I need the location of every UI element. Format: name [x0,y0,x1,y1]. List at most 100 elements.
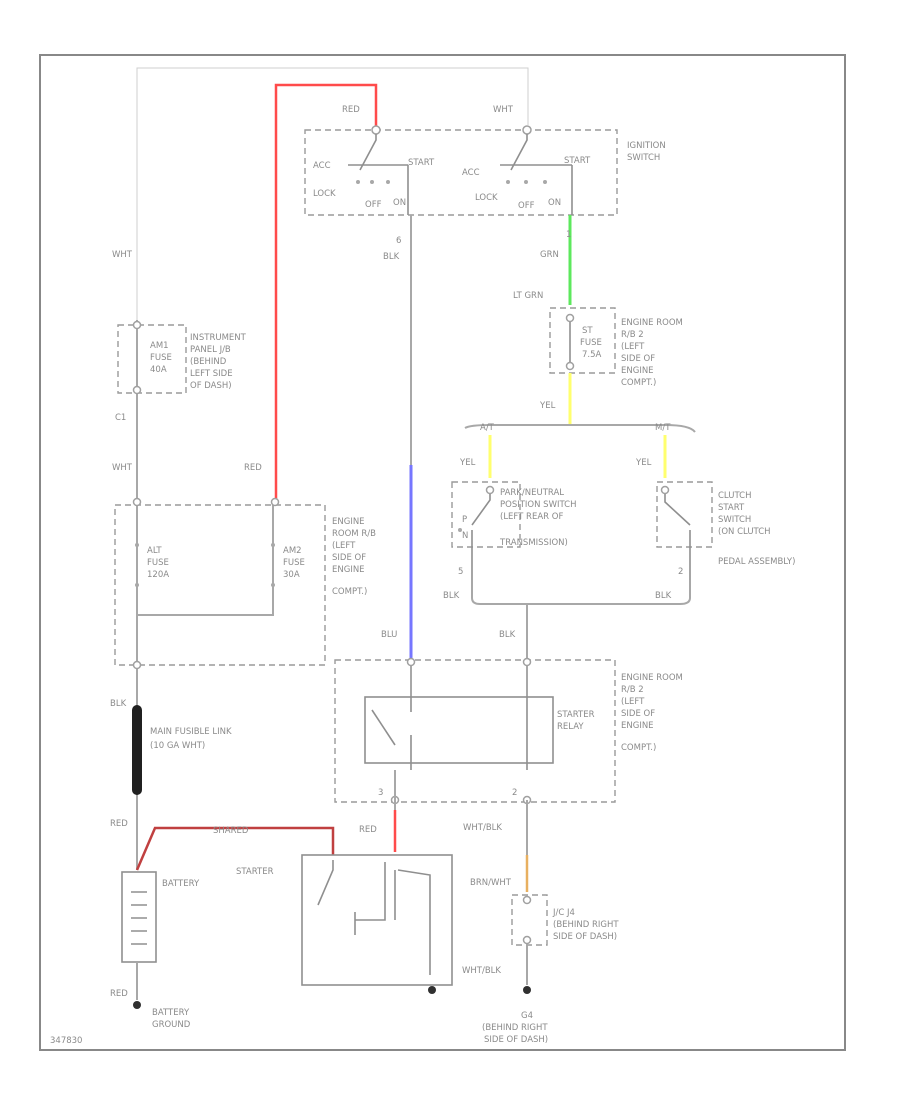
label-alt-1: ALT [147,546,162,556]
label-pnp-2: POSITION SWITCH [500,500,577,510]
label-am1-2: FUSE [150,353,172,363]
label-rb-er-4: SIDE OF [332,553,366,563]
label-clutch-3: SWITCH [718,515,751,525]
engine-room-rb2-box [334,659,616,803]
jc-terminal-bottom [522,935,532,945]
label-starter: STARTER [236,867,274,877]
label-start-2: START [564,156,591,166]
label-st-fuse-1: ST [582,326,593,336]
label-lock-1: LOCK [313,189,336,199]
label-lt-grn: LT GRN [513,291,543,301]
ign-dot-e [524,180,528,184]
am2-fuse-dot-1 [271,543,275,547]
label-clutch-4: (ON CLUTCH [718,527,771,537]
label-rb-er-2: ROOM R/B [332,529,376,539]
label-rb2-top-3: (LEFT [621,342,645,352]
label-lock-2: LOCK [475,193,498,203]
label-am2-1: AM2 [283,546,302,556]
label-yel-at: YEL [459,458,476,468]
label-alt-3: 120A [147,570,169,580]
alt-am2-join-wire [137,505,274,616]
st-fuse-box [549,307,616,374]
label-wht-mid-left: WHT [112,463,133,473]
label-pin-3: 3 [378,788,383,798]
ign-contact-2 [500,134,573,215]
label-rb-er-3: (LEFT [332,541,356,551]
label-red-top: RED [342,105,360,115]
label-battery: BATTERY [162,879,200,889]
jc-terminal-top [522,895,532,905]
label-red-batt: RED [110,819,128,829]
label-at: A/T [480,423,495,433]
label-blk-clutch: BLK [655,591,672,601]
top-bus-wire [136,67,529,320]
label-rb-er-5: ENGINE [332,565,365,575]
label-st-fuse-3: 7.5A [582,350,602,360]
pnp-dot [458,528,462,532]
label-red-starter: RED [359,825,377,835]
label-on-2: ON [548,198,561,208]
label-off-1: OFF [365,200,382,210]
label-yel-main: YEL [539,401,556,411]
label-wht-blk-1: WHT/BLK [463,823,502,833]
ign-terminal-right [522,125,532,135]
label-panel-1: INSTRUMENT [190,333,247,343]
battery-ground-point [133,1001,141,1009]
label-clutch-2: START [718,503,745,513]
label-rb2-mid-6: COMPT.) [621,743,656,753]
am1-terminal-top [132,320,142,330]
right-ground-point [523,986,531,994]
diagram-frame [39,54,846,1051]
label-grn: GRN [540,250,559,260]
label-gnd-code: G4 [521,1011,533,1021]
label-brn-wht: BRN/WHT [470,878,512,888]
am1-terminal-bottom [132,385,142,395]
ign-dot-a [356,180,360,184]
label-fusible-2: (10 GA WHT) [150,741,205,751]
red-am2-wire [274,83,378,500]
label-off-2: OFF [518,201,535,211]
ign-dot-c [386,180,390,184]
label-pnp-4: TRANSMISSION) [499,538,568,548]
label-pin-6: 6 [396,236,401,246]
label-panel-3: (BEHIND [190,357,227,367]
label-pnp-n: N [462,531,468,541]
am2-terminal-top [270,497,280,507]
label-panel-4: LEFT SIDE [190,369,233,379]
label-jc-1: J/C J4 [552,908,575,918]
pnp-contact [471,494,491,580]
label-shared: SHARED [213,826,249,836]
battery-body [121,871,157,963]
label-red-gnd: RED [110,989,128,999]
label-am1-3: 40A [150,365,167,375]
alt-terminal-top [132,497,142,507]
label-wht-blk-2: WHT/BLK [462,966,501,976]
label-alt-2: FUSE [147,558,169,568]
ign-terminal-left [371,125,381,135]
label-relay-2: RELAY [557,722,584,732]
label-mt: M/T [655,423,671,433]
label-jc-3: SIDE OF DASH) [553,932,617,942]
label-batt-gnd-1: BATTERY [152,1008,190,1018]
starter-solenoid [317,860,431,975]
label-gnd-right-2: SIDE OF DASH) [484,1035,548,1045]
label-pnp-p: P [462,515,467,525]
st-fuse-terminal-top [565,313,575,323]
label-rb2-top-2: R/B 2 [621,330,644,340]
relay-switch [371,700,528,770]
label-gnd-right-1: (BEHIND RIGHT [482,1023,548,1033]
label-relay-1: STARTER [557,710,595,720]
ignition-switch-box [304,129,618,216]
relay-terminal-tl [406,657,416,667]
label-jc-2: (BEHIND RIGHT [553,920,619,930]
label-blk-ign: BLK [383,252,400,262]
ign-contact-1 [348,134,409,215]
label-yel-mt: YEL [635,458,652,468]
label-blk-pnp: BLK [443,591,460,601]
starter-box [301,854,453,986]
label-fusible-1: MAIN FUSIBLE LINK [150,727,232,737]
ign-dot-b [370,180,374,184]
starter-ground-point [428,986,436,994]
label-pnp-3: (LEFT REAR OF [500,512,563,522]
label-on-1: ON [393,198,406,208]
